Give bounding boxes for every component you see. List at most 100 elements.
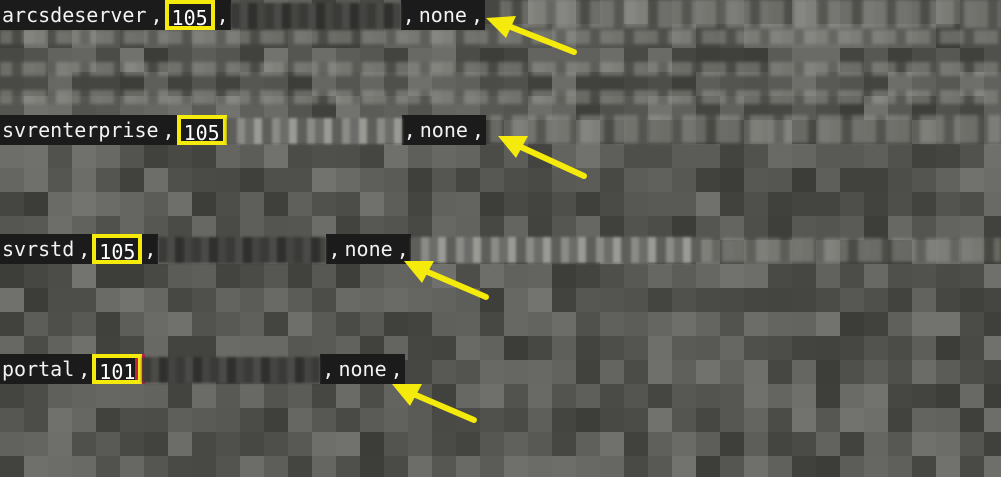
pixel-block xyxy=(528,264,552,288)
pixel-block xyxy=(984,288,1001,312)
pixel-block xyxy=(720,312,744,336)
pixel-block xyxy=(120,408,144,432)
pixel-block xyxy=(168,216,192,240)
pixel-block xyxy=(240,144,264,168)
pixel-block xyxy=(984,432,1001,456)
pixel-block xyxy=(624,432,648,456)
pixel-block xyxy=(24,168,48,192)
pixel-block xyxy=(528,192,552,216)
pixel-block xyxy=(600,384,624,408)
pixel-block xyxy=(504,456,528,477)
pixel-block xyxy=(216,408,240,432)
pixel-block xyxy=(480,408,504,432)
pixel-block xyxy=(816,360,840,384)
pixel-block xyxy=(120,312,144,336)
pixel-block xyxy=(48,168,72,192)
pixel-block xyxy=(504,288,528,312)
pixel-block xyxy=(480,336,504,360)
pixel-block xyxy=(528,408,552,432)
pixel-block xyxy=(384,432,408,456)
pixel-block xyxy=(480,384,504,408)
pixel-block xyxy=(648,192,672,216)
pixel-block xyxy=(696,168,720,192)
pixel-block xyxy=(720,408,744,432)
pixel-block xyxy=(96,264,120,288)
pixel-block xyxy=(768,288,792,312)
pixel-block xyxy=(768,144,792,168)
pixel-block xyxy=(144,264,168,288)
pixel-block xyxy=(672,216,696,240)
pixel-block xyxy=(936,432,960,456)
pixel-block xyxy=(984,264,1001,288)
pixel-block xyxy=(72,192,96,216)
pixel-block xyxy=(456,192,480,216)
arrow-icon xyxy=(404,261,489,300)
pixel-block xyxy=(24,264,48,288)
pixel-block xyxy=(480,288,504,312)
pixel-block xyxy=(360,456,384,477)
pixel-block xyxy=(288,144,312,168)
pixel-block xyxy=(504,408,528,432)
pixel-block xyxy=(936,312,960,336)
pixel-block xyxy=(144,384,168,408)
pixel-block xyxy=(840,312,864,336)
pixel-block xyxy=(408,216,432,240)
pixel-block xyxy=(264,144,288,168)
pixel-block xyxy=(432,216,456,240)
pixel-block xyxy=(960,168,984,192)
pixel-block xyxy=(384,144,408,168)
pixel-block xyxy=(936,288,960,312)
pixel-block xyxy=(624,312,648,336)
pixel-block xyxy=(768,264,792,288)
pixel-block xyxy=(936,336,960,360)
flag-value: none xyxy=(342,234,395,264)
pixel-block xyxy=(600,336,624,360)
pixel-block xyxy=(168,144,192,168)
pixel-block xyxy=(168,456,192,477)
pixel-block xyxy=(816,384,840,408)
pixel-block xyxy=(192,432,216,456)
pixel-block xyxy=(336,192,360,216)
pixel-block xyxy=(576,144,600,168)
pixel-block xyxy=(672,408,696,432)
terminal-line-arcsdeserver: arcsdeserver , 105 , , none , xyxy=(0,0,485,30)
pixel-block xyxy=(0,312,24,336)
pixel-block xyxy=(120,288,144,312)
pixel-block xyxy=(240,168,264,192)
redacted-field xyxy=(142,357,321,383)
pixel-block xyxy=(744,288,768,312)
pixel-block xyxy=(912,312,936,336)
pixel-block xyxy=(912,432,936,456)
pixel-block xyxy=(24,192,48,216)
pixel-block xyxy=(312,168,336,192)
pixel-block xyxy=(696,312,720,336)
pixel-block xyxy=(216,264,240,288)
pixel-block xyxy=(168,288,192,312)
pixel-block xyxy=(696,288,720,312)
pixel-block xyxy=(672,288,696,312)
pixel-block xyxy=(0,144,24,168)
separator: , xyxy=(400,0,417,30)
pixel-block xyxy=(168,408,192,432)
pixel-block xyxy=(240,216,264,240)
pixel-block xyxy=(792,144,816,168)
separator: , xyxy=(76,354,93,384)
separator: , xyxy=(320,354,337,384)
pixel-block xyxy=(192,336,216,360)
pixel-block xyxy=(72,288,96,312)
pixel-block xyxy=(720,384,744,408)
pixel-block xyxy=(504,312,528,336)
pixel-block xyxy=(48,408,72,432)
pixel-block xyxy=(984,384,1001,408)
pixel-block xyxy=(480,456,504,477)
pixel-block xyxy=(216,336,240,360)
pixel-block xyxy=(840,168,864,192)
pixel-block xyxy=(888,408,912,432)
pixel-block xyxy=(432,432,456,456)
pixel-block xyxy=(696,360,720,384)
pixel-block xyxy=(96,288,120,312)
pixel-block xyxy=(288,432,312,456)
pixel-block xyxy=(456,432,480,456)
pixel-block xyxy=(600,288,624,312)
pixel-block xyxy=(72,384,96,408)
